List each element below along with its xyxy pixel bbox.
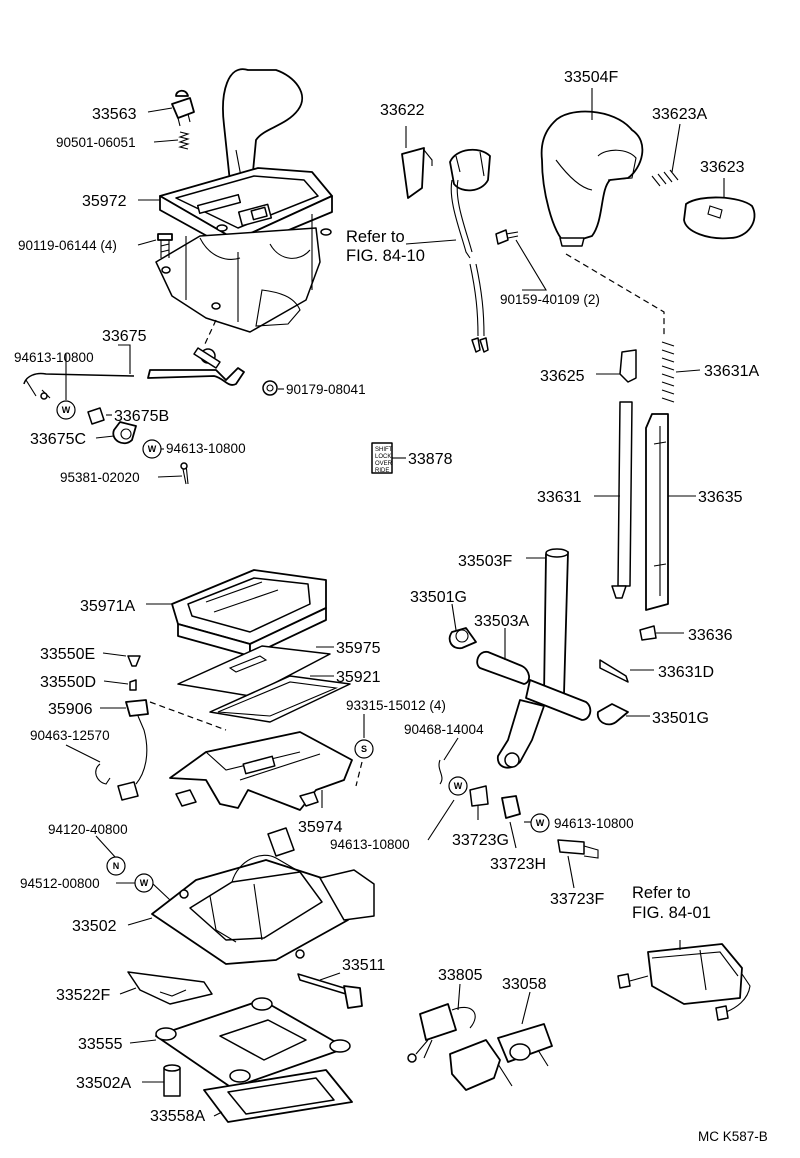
label-33675: 33675: [102, 328, 147, 345]
label-33058: 33058: [502, 976, 547, 993]
svg-text:W: W: [140, 878, 149, 888]
label-94120-40800: 94120-40800: [48, 822, 128, 837]
lock-rod-drawing: [599, 341, 675, 683]
switch-assembly-drawing: [371, 147, 519, 474]
gate-assembly-drawing: [95, 569, 363, 811]
label-90501-06051: 90501-06051: [56, 135, 136, 150]
label-94613-10800-a: 94613-10800: [14, 350, 94, 365]
label-90119-06144: 90119-06144 (4): [18, 238, 117, 253]
svg-text:W: W: [454, 781, 463, 791]
label-33504F: 33504F: [564, 69, 618, 86]
label-94613-10800-b: 94613-10800: [166, 441, 246, 456]
label-33631A: 33631A: [704, 363, 759, 380]
label-33501G-b: 33501G: [652, 710, 709, 727]
washer-symbol-3: W: [448, 776, 468, 796]
label-33511: 33511: [342, 957, 385, 974]
shift-lock-decal: SHIFT LOCK OVER RIDE: [375, 447, 393, 474]
label-90159-40109: 90159-40109 (2): [500, 292, 600, 307]
nut-symbol: N: [106, 856, 126, 876]
label-33631D: 33631D: [658, 664, 714, 681]
washer-symbol-1: W: [56, 400, 76, 420]
solenoid-and-ecu-drawing: [407, 943, 751, 1091]
label-33502A: 33502A: [76, 1075, 131, 1092]
label-33622: 33622: [380, 102, 425, 119]
label-33723H: 33723H: [490, 856, 546, 873]
label-33805: 33805: [438, 967, 483, 984]
svg-text:W: W: [62, 405, 71, 415]
label-33503F: 33503F: [458, 553, 512, 570]
label-35921: 35921: [336, 669, 381, 686]
svg-text:W: W: [148, 444, 157, 454]
label-95381-02020: 95381-02020: [60, 470, 140, 485]
spring-nut-symbol: S: [354, 739, 374, 759]
part-labels: 33563 90501-06051 35972 90119-06144 (4) …: [14, 69, 768, 1144]
label-33625: 33625: [540, 368, 585, 385]
label-33636: 33636: [688, 627, 733, 644]
label-33522F: 33522F: [56, 987, 110, 1004]
label-35975: 35975: [336, 640, 381, 657]
label-94613-10800-c: 94613-10800: [330, 837, 410, 852]
label-94613-10800-d: 94613-10800: [554, 816, 634, 831]
label-35971A: 35971A: [80, 598, 135, 615]
label-33723G: 33723G: [452, 832, 509, 849]
svg-text:W: W: [536, 818, 545, 828]
label-35906: 35906: [48, 701, 93, 718]
washer-symbol-4: W: [530, 813, 550, 833]
label-33503A: 33503A: [474, 613, 529, 630]
lever-bracket-drawing: [438, 548, 629, 859]
washer-symbol-2: W: [142, 439, 162, 459]
label-33675C: 33675C: [30, 431, 86, 448]
label-90179-08041: 90179-08041: [286, 382, 366, 397]
svg-text:S: S: [361, 744, 367, 754]
label-90468-14004: 90468-14004: [404, 722, 484, 737]
diagram-code: MC K587-B: [698, 1129, 768, 1144]
label-33550D: 33550D: [40, 674, 96, 691]
label-35972: 35972: [82, 193, 127, 210]
svg-text:OVER: OVER: [375, 461, 393, 467]
ref-fig-84-01-line1: Refer to: [632, 884, 691, 902]
washer-symbol-5: W: [134, 873, 154, 893]
label-33550E: 33550E: [40, 646, 95, 663]
label-33555: 33555: [78, 1036, 123, 1053]
ref-fig-84-10-line2: FIG. 84-10: [346, 247, 425, 265]
label-33635: 33635: [698, 489, 743, 506]
label-33675B: 33675B: [114, 408, 169, 425]
label-33723F: 33723F: [550, 891, 604, 908]
base-plate-drawing: [127, 827, 375, 1123]
label-33623: 33623: [700, 159, 745, 176]
label-33878: 33878: [408, 451, 453, 468]
svg-text:LOCK: LOCK: [375, 454, 391, 460]
label-33623A: 33623A: [652, 106, 707, 123]
shift-knob-drawing: [540, 110, 756, 336]
label-33631: 33631: [537, 489, 582, 506]
shift-lever-assembly-drawing: [155, 68, 333, 347]
label-33502: 33502: [72, 918, 117, 935]
svg-text:SHIFT: SHIFT: [375, 447, 393, 453]
label-35974: 35974: [298, 819, 343, 836]
label-33501G-a: 33501G: [410, 589, 467, 606]
svg-text:RIDE: RIDE: [375, 468, 389, 474]
svg-text:N: N: [113, 861, 120, 871]
ref-fig-84-10-line1: Refer to: [346, 228, 405, 246]
label-94512-00800: 94512-00800: [20, 876, 100, 891]
leader-lines: [65, 88, 725, 1117]
label-90463-12570: 90463-12570: [30, 728, 110, 743]
label-33558A: 33558A: [150, 1108, 205, 1125]
cable-and-hardware-drawing: [23, 347, 278, 485]
label-33563: 33563: [92, 106, 137, 123]
ref-fig-84-01-line2: FIG. 84-01: [632, 904, 711, 922]
label-93315-15012: 93315-15012 (4): [346, 698, 446, 713]
